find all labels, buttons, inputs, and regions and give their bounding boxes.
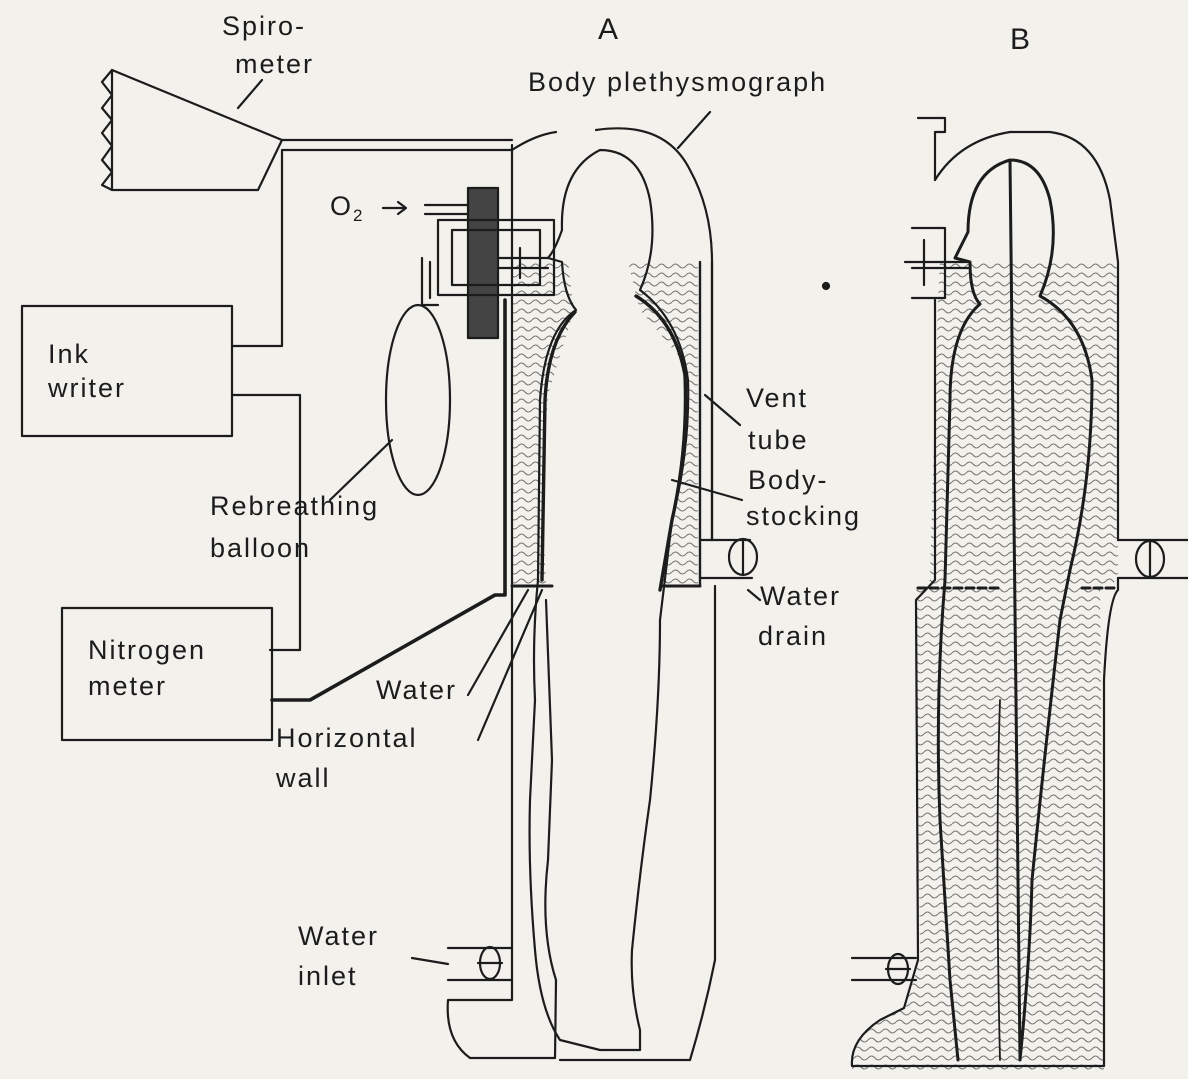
ink-writer-to-nitrogen: [232, 395, 300, 650]
drain-pipe-a: [700, 540, 752, 578]
oxygen-label: O2: [330, 190, 362, 222]
nitrogen-meter-label-line1: Nitrogen: [88, 634, 206, 666]
ink-writer-label-line1: Ink: [48, 338, 90, 370]
ink-writer-label-line2: writer: [48, 372, 126, 404]
rebreathing-balloon-label-line1: Rebreathing: [210, 490, 379, 522]
horizontal-wall-leader: [478, 590, 542, 740]
water-drain-leader: [748, 590, 760, 600]
oxygen-inlet: [425, 205, 468, 214]
horizontal-wall-label-line2: wall: [276, 762, 331, 794]
horizontal-wall-label-line1: Horizontal: [276, 722, 418, 754]
spirometer-label-line2: meter: [235, 48, 314, 80]
vent-tube-label-line1: Vent: [746, 382, 808, 414]
rebreathing-balloon: [386, 305, 450, 495]
water-label: Water: [376, 674, 457, 706]
speck: [823, 283, 829, 289]
ink-writer-box: [22, 306, 232, 436]
vent-tube: [700, 262, 712, 586]
water-inlet-label-line1: Water: [298, 920, 379, 952]
drain-pipe-b: [1118, 540, 1188, 578]
valve-block: [468, 188, 498, 338]
rebreathing-balloon-label-line2: balloon: [210, 532, 311, 564]
panel-label-a: A: [598, 12, 620, 48]
water-drain-label-line2: drain: [758, 620, 828, 652]
spirometer-leader: [238, 80, 262, 108]
vent-tube-label-line2: tube: [748, 424, 809, 456]
body-stocking-label-line2: stocking: [746, 500, 861, 532]
panel-label-b: B: [1010, 22, 1032, 58]
body-plethysmograph-label: Body plethysmograph: [528, 66, 827, 98]
water-drain-label-line1: Water: [760, 580, 841, 612]
water-b: [852, 262, 1118, 1070]
vent-tube-leader: [705, 395, 740, 425]
body-plethysmograph-leader: [678, 112, 710, 148]
water-inlet-label-line2: inlet: [298, 960, 358, 992]
oxygen-label-main: O: [330, 191, 353, 221]
balloon-tube: [422, 258, 438, 305]
spirometer-label-line1: Spiro-: [222, 10, 306, 42]
nitrogen-meter-label-line2: meter: [88, 670, 167, 702]
oxygen-arrow: [383, 202, 406, 214]
body-stocking-label-line1: Body-: [748, 464, 829, 496]
oxygen-label-subscript: 2: [353, 206, 362, 225]
